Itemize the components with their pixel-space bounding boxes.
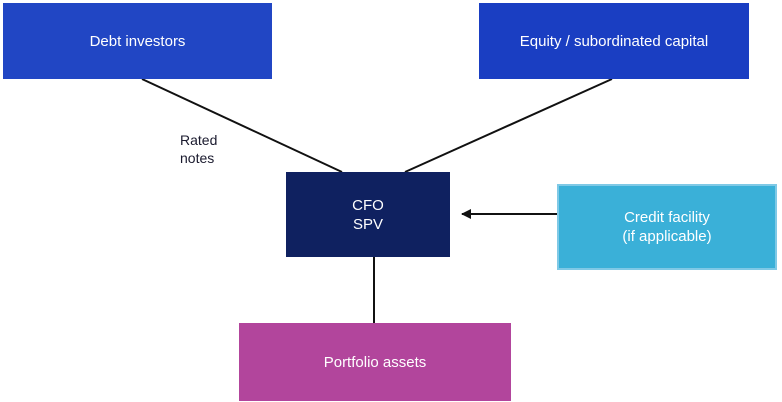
debt-investors-box: Debt investors xyxy=(3,3,272,79)
connector-debt-to-spv xyxy=(141,78,343,173)
connector-equity-to-spv xyxy=(404,78,613,173)
credit-facility-line1: Credit facility xyxy=(624,209,710,226)
cfo-spv-box: CFO SPV xyxy=(286,172,450,257)
rated-notes-line2: notes xyxy=(180,150,215,166)
credit-facility-line2: (if applicable) xyxy=(622,228,712,245)
portfolio-assets-box: Portfolio assets xyxy=(239,323,511,401)
rated-notes-line1: Rated xyxy=(180,132,218,148)
rated-notes-label: Rated notes xyxy=(180,131,217,167)
credit-facility-box: Credit facility (if applicable) xyxy=(557,184,777,270)
equity-box: Equity / subordinated capital xyxy=(479,3,749,79)
cfo-spv-line2: SPV xyxy=(352,215,383,233)
debt-investors-label: Debt investors xyxy=(89,32,186,50)
cfo-spv-line1: CFO xyxy=(352,196,384,214)
portfolio-assets-label: Portfolio assets xyxy=(323,353,427,371)
equity-label: Equity / subordinated capital xyxy=(519,32,709,50)
